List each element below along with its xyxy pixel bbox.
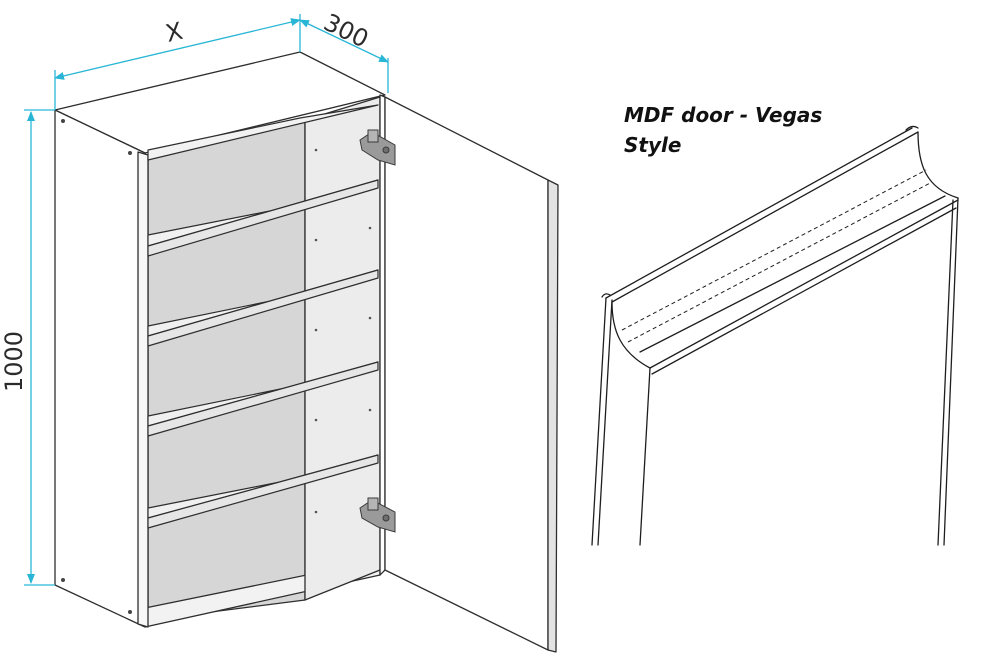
dimension-width-line [54, 18, 301, 80]
shelf-1 [147, 104, 379, 161]
shelf-5 [147, 454, 379, 529]
dimension-width-label: X [163, 17, 185, 48]
dimension-height-label: 1000 [0, 331, 28, 392]
mdf-door-title-line-2: Style [624, 133, 682, 157]
cabinet-left-front-edge [137, 151, 149, 628]
dimension-lines [24, 14, 389, 586]
hinge-top-icon [359, 129, 396, 166]
dimension-depth-line [299, 19, 389, 63]
shelf-3 [147, 269, 379, 347]
mdf-door-groove-hidden-lines [621, 169, 933, 343]
cabinet-left-side [54, 109, 146, 628]
dimension-depth-label: 300 [319, 8, 372, 53]
cabinet-back-panel [147, 119, 306, 621]
mdf-door-profile [591, 125, 959, 546]
mdf-door-title-line-1: MDF door - Vegas [624, 103, 823, 127]
cabinet-door [384, 96, 559, 653]
cabinet-right-edge [379, 94, 386, 576]
shelf-2 [147, 179, 379, 257]
cabinet-right-side-inner [304, 96, 381, 601]
shelf-4 [147, 361, 379, 437]
hinge-bottom-icon [359, 497, 396, 533]
screw-dots [61, 119, 132, 614]
mdf-door-title: MDF door - Vegas Style [624, 100, 874, 160]
shelves [147, 104, 379, 529]
